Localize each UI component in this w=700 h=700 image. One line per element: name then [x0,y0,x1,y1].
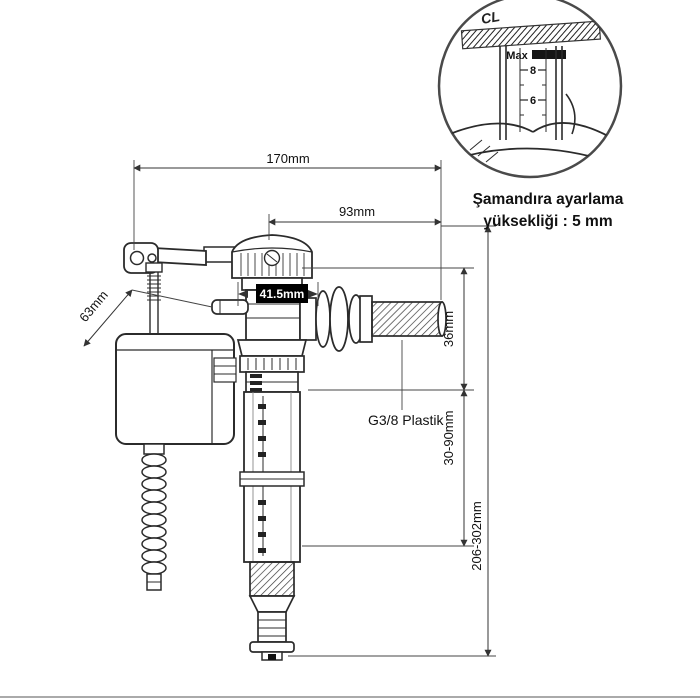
inset-max-label: Max [506,50,528,62]
dim-head-width-label: 93mm [339,204,375,219]
side-nozzle [211,299,249,315]
dim-adjust-label: 30-90mm [441,411,456,466]
inset-max-bar [532,50,566,59]
dimension-41-5: 41.5mm [237,282,319,306]
thread-label: G3/8 Plastik [368,412,444,428]
dim-badge [256,284,308,303]
valve-drawing [115,234,447,661]
dimension-36: 36mm [302,267,474,391]
dimension-170: 170mm [133,151,442,300]
inset-tick-8: 8 [530,65,536,77]
inset-logo-label: CL [480,8,501,27]
inlet-assembly [299,286,447,352]
inlet-thread [371,301,443,337]
note-line-2: yüksekliği : 5 mm [483,213,612,230]
dim-nozzle-label: 63mm [76,287,111,324]
float-arm [123,242,239,274]
dim-height-label: 206-302mm [469,501,484,570]
note-line-1: Şamandıra ayarlama [473,191,624,208]
dim-head-diameter-label: 41.5mm [260,287,305,301]
float-rod [145,262,163,334]
telescopic-tube [239,391,305,563]
thread-callout: G3/8 Plastik [368,340,444,428]
dimension-30-90: 30-90mm [302,389,474,547]
dim-inlet-label: 36mm [441,311,456,347]
detail-inset: CL Max 8 6 [437,0,623,179]
adjustment-note: Şamandıra ayarlama yüksekliği : 5 mm [473,191,624,230]
coiled-hose [141,443,167,591]
locking-collar [236,339,308,393]
valve-cap [231,234,313,279]
lower-shank [248,561,296,661]
dim-total-width-label: 170mm [266,151,309,166]
dimension-93: 93mm [268,204,442,240]
dimension-206-302: 206-302mm [288,225,496,657]
float-cup [115,333,237,445]
inset-tick-6: 6 [530,95,536,107]
